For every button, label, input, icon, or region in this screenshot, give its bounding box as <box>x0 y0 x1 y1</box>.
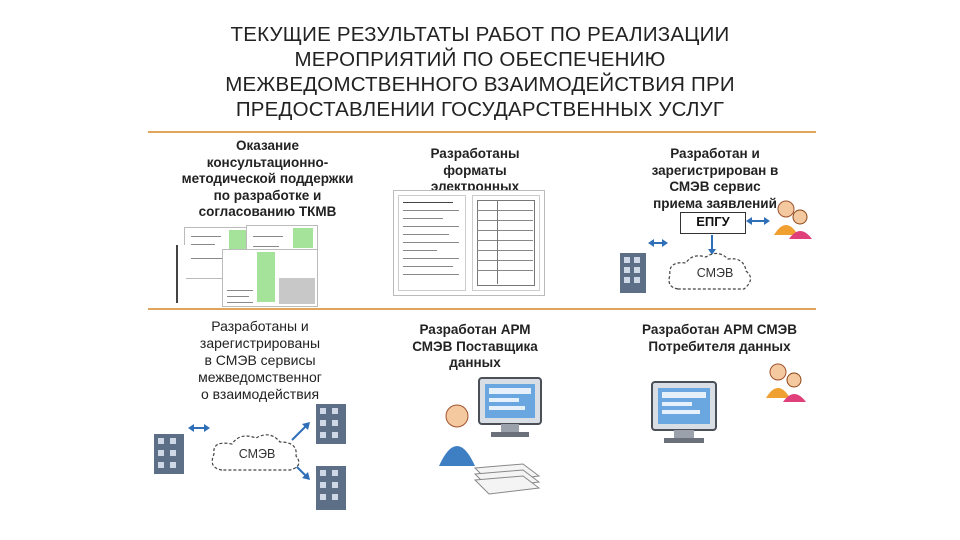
format-doc-left <box>398 195 466 291</box>
cell6-line-2: Потребителя данных <box>648 338 791 354</box>
cell3-line-2: зарегистрирован в <box>651 162 779 178</box>
arrow-building-epgu-icon <box>648 239 668 247</box>
cell-interagency-services: Разработаны и зарегистрированы в СМЭВ се… <box>160 318 360 403</box>
interagency-diagram <box>154 404 346 510</box>
user-icon <box>439 404 475 466</box>
cell3-line-3: СМЭВ сервис <box>669 179 761 194</box>
building-icon <box>620 253 646 293</box>
cell1-line-5: согласованию ТКМВ <box>198 204 337 219</box>
smev-label-top: СМЭВ <box>696 266 734 280</box>
cell2-line-1: Разработаны <box>430 146 520 161</box>
title-line-2: МЕРОПРИЯТИЙ ПО ОБЕСПЕЧЕНИЮ <box>294 48 666 71</box>
cell4-line-5: о взаимодействия <box>200 386 320 402</box>
middle-divider <box>148 308 816 310</box>
cell1-line-2: консультационно- <box>206 154 329 170</box>
arrow-epgu-smev-icon <box>708 235 716 255</box>
monitor-icon <box>478 377 542 437</box>
building-left-icon <box>154 434 184 474</box>
arrow-up-right-icon <box>291 422 310 441</box>
users-icon <box>774 200 812 239</box>
cell1-line-1: Оказание <box>236 138 299 153</box>
top-divider <box>148 131 816 133</box>
monitor-consumer-icon <box>651 381 717 443</box>
cell4-line-2: зарегистрированы <box>199 335 321 351</box>
cell3-line-4: приема заявлений <box>653 195 777 211</box>
smev-label-bottom: СМЭВ <box>238 447 276 461</box>
tkmv-documents-illustration <box>176 225 321 307</box>
title-line-3: МЕЖВЕДОМСТВЕННОГО ВЗАИМОДЕЙСТВИЯ ПРИ <box>225 73 735 96</box>
documents-stack-icon <box>473 463 541 495</box>
cell4-line-1: Разработаны и <box>211 318 309 334</box>
building-top-right-icon <box>316 404 346 444</box>
title-line-1: ТЕКУЩИЕ РЕЗУЛЬТАТЫ РАБОТ ПО РЕАЛИЗАЦИИ <box>230 23 730 46</box>
cell3-line-1: Разработан и <box>670 146 760 161</box>
cell-application-service: Разработан и зарегистрирован в СМЭВ серв… <box>615 146 815 212</box>
cell2-line-2: форматы <box>443 162 507 178</box>
title-line-4: ПРЕДОСТАВЛЕНИИ ГОСУДАРСТВЕННЫХ УСЛУГ <box>235 98 725 121</box>
format-documents-illustration <box>393 190 545 296</box>
page-title: ТЕКУЩИЕ РЕЗУЛЬТАТЫ РАБОТ ПО РЕАЛИЗАЦИИ М… <box>150 22 810 122</box>
format-doc-right <box>472 195 540 291</box>
smev-cloud-bottom-icon <box>211 434 300 471</box>
cell4-line-3: в СМЭВ сервисы <box>204 352 316 368</box>
cell2-line-3: электронных <box>430 179 520 190</box>
cell-consulting-support: Оказание консультационно- методической п… <box>160 138 375 221</box>
arrow-epgu-users-icon <box>746 217 770 225</box>
tkmv-doc-3 <box>222 249 318 307</box>
cell6-line-1: Разработан АРМ СМЭВ <box>642 322 797 337</box>
tkmv-doc-edge <box>176 245 186 303</box>
smev-cloud-icon <box>668 252 752 290</box>
cell-provider-workstation: Разработан АРМ СМЭВ Поставщика данных <box>375 322 575 372</box>
smev-service-diagram <box>620 200 812 293</box>
cell1-line-4: по разработке и <box>213 187 322 203</box>
arrow-left-icon <box>188 424 210 432</box>
cell5-line-2: СМЭВ Поставщика <box>412 338 538 354</box>
cell-consumer-workstation: Разработан АРМ СМЭВ Потребителя данных <box>612 322 827 355</box>
users-consumer-icon <box>766 363 806 402</box>
cell-electronic-formats: Разработаны форматы электронных <box>375 146 575 190</box>
epgu-portal-box: ЕПГУ <box>680 212 746 234</box>
consumer-workstation-illustration <box>651 363 806 443</box>
building-bottom-right-icon <box>316 466 346 510</box>
cell1-line-3: методической поддержки <box>181 171 354 186</box>
cell5-line-3: данных <box>449 355 501 370</box>
provider-workstation-illustration <box>439 377 542 495</box>
cell5-line-1: Разработан АРМ <box>419 322 531 337</box>
cell4-line-4: межведомственног <box>198 369 322 385</box>
